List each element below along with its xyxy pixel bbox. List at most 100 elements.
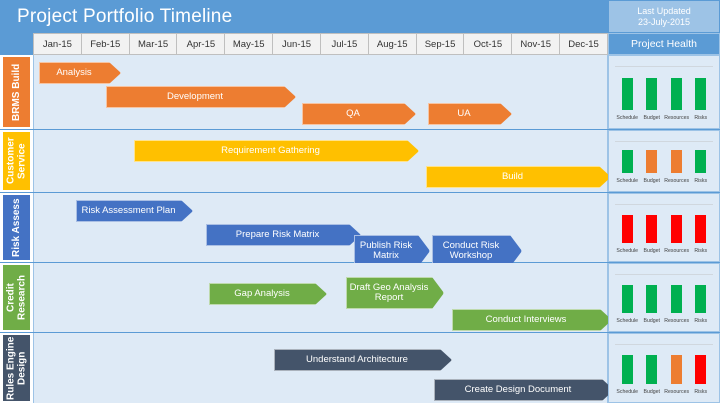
health-bars	[615, 344, 713, 384]
health-label-budget: Budget	[643, 115, 660, 121]
gantt-bar[interactable]: Create Design Document	[434, 379, 614, 401]
health-bars	[615, 66, 713, 110]
gantt-bar[interactable]: Prepare Risk Matrix	[206, 224, 361, 246]
health-label-resources: Resources	[664, 178, 690, 184]
health-bar-risks	[695, 78, 707, 110]
health-label-resources: Resources	[664, 318, 690, 324]
health-label-budget: Budget	[643, 318, 660, 324]
health-label-risks: Risks	[694, 248, 708, 254]
health-bar-schedule	[621, 78, 633, 110]
month-cell-apr-15: Apr-15	[177, 33, 226, 55]
gantt-bar[interactable]: Gap Analysis	[209, 283, 327, 305]
gantt-bar[interactable]: Analysis	[39, 62, 121, 84]
month-cell-aug-15: Aug-15	[368, 33, 417, 55]
health-bar-risks	[695, 150, 707, 173]
health-bar-resources	[670, 150, 682, 173]
swimlane-label: Customer Service	[3, 132, 30, 190]
health-bar-budget	[646, 284, 658, 313]
gantt-bar[interactable]: Build	[426, 166, 611, 188]
health-label-schedule: Schedule	[616, 115, 639, 121]
health-label-resources: Resources	[664, 389, 690, 395]
project-health-header: Project Health	[608, 33, 720, 55]
gantt-bar[interactable]: Development	[106, 86, 296, 108]
month-cell-dec-15: Dec-15	[560, 33, 608, 55]
health-bar-risks	[695, 355, 707, 384]
gantt-bar[interactable]: Conduct Interviews	[452, 309, 612, 331]
gantt-bar[interactable]: Publish Risk Matrix	[354, 235, 430, 267]
health-bars	[615, 204, 713, 243]
project-health-cell: Schedule Budget Resources Risks	[608, 193, 720, 262]
health-bar-schedule	[621, 355, 633, 384]
month-cell-mar-15: Mar-15	[129, 33, 178, 55]
health-label-resources: Resources	[664, 248, 690, 254]
gantt-bar[interactable]: Understand Architecture	[274, 349, 452, 371]
health-bar-resources	[670, 355, 682, 384]
health-bar-resources	[670, 214, 682, 243]
health-bar-budget	[646, 78, 658, 110]
health-bar-labels: Schedule Budget Resources Risks	[615, 245, 713, 257]
health-bar-risks	[695, 284, 707, 313]
month-cell-may-15: May-15	[225, 33, 274, 55]
health-bars	[615, 141, 713, 173]
health-bar-schedule	[621, 214, 633, 243]
gantt-bar[interactable]: Requirement Gathering	[134, 140, 419, 162]
health-label-budget: Budget	[643, 248, 660, 254]
month-cell-jul-15: Jul-15	[320, 33, 369, 55]
project-health-cell: Schedule Budget Resources Risks	[608, 333, 720, 403]
last-updated-label: Last Updated	[637, 5, 691, 16]
last-updated-box: Last Updated 23-July-2015	[608, 0, 720, 33]
swimlane-label: BRMS Build	[3, 57, 30, 127]
health-label-resources: Resources	[664, 115, 690, 121]
gantt-bar[interactable]: Conduct Risk Workshop	[432, 235, 522, 267]
swimlane-credit-research: Credit Research Gap Analysis Draft Geo Ana…	[0, 263, 720, 333]
health-label-risks: Risks	[694, 178, 708, 184]
page-title: Project Portfolio Timeline	[17, 5, 233, 27]
health-label-risks: Risks	[694, 389, 708, 395]
month-cell-oct-15: Oct-15	[464, 33, 513, 55]
health-bar-schedule	[621, 150, 633, 173]
gantt-bar[interactable]: Draft Geo Analysis Report	[346, 277, 444, 309]
health-bar-risks	[695, 214, 707, 243]
health-label-schedule: Schedule	[616, 318, 639, 324]
health-label-schedule: Schedule	[616, 178, 639, 184]
health-bar-budget	[646, 214, 658, 243]
health-bar-chart: Schedule Budget Resources Risks	[615, 340, 713, 398]
health-bar-schedule	[621, 284, 633, 313]
swimlane-label: Risk Assess	[3, 195, 30, 260]
swimlane-label: Rules Engine Design	[3, 335, 30, 401]
health-label-schedule: Schedule	[616, 389, 639, 395]
month-cell-jan-15: Jan-15	[33, 33, 82, 55]
health-label-budget: Budget	[643, 389, 660, 395]
gantt-bar[interactable]: Risk Assessment Plan	[76, 200, 193, 222]
swimlane-label: Credit Research	[3, 265, 30, 330]
month-cell-jun-15: Jun-15	[273, 33, 321, 55]
month-cell-nov-15: Nov-15	[512, 33, 561, 55]
health-bar-resources	[670, 284, 682, 313]
gantt-bar[interactable]: QA	[302, 103, 416, 125]
health-label-schedule: Schedule	[616, 248, 639, 254]
health-bars	[615, 274, 713, 313]
gantt-bar[interactable]: UA	[428, 103, 512, 125]
health-bar-budget	[646, 150, 658, 173]
